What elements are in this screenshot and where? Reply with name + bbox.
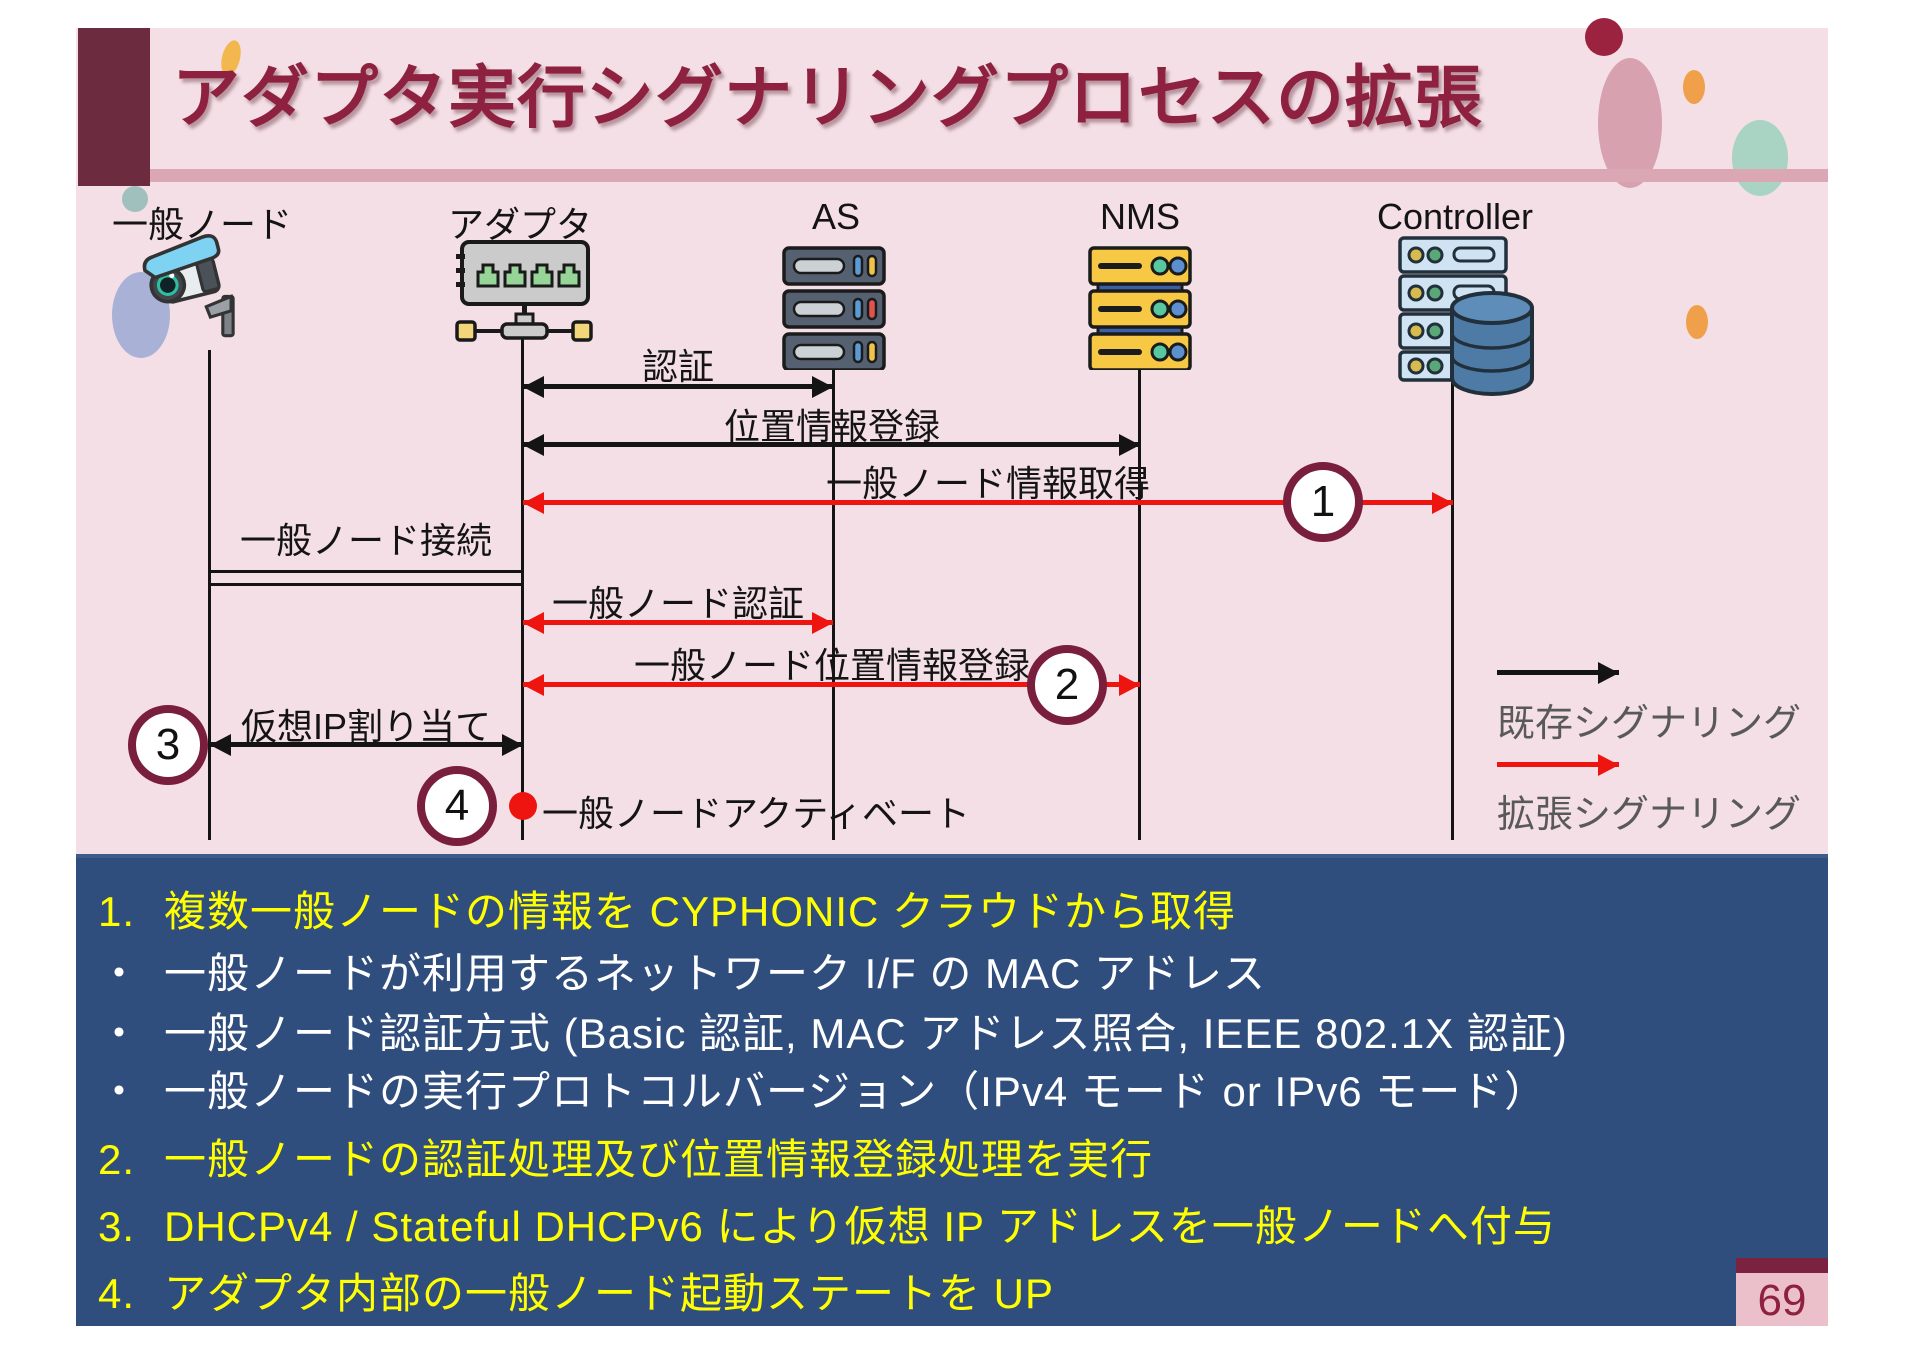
message-label: 一般ノードアクティベート — [542, 793, 971, 834]
decoration-circle — [1585, 18, 1623, 56]
note-text: 複数一般ノードの情報を CYPHONIC クラウドから取得 — [164, 888, 1237, 935]
actor-label-as: AS — [811, 196, 861, 237]
note-line-1: 1. 複数一般ノードの情報を CYPHONIC クラウドから取得 — [98, 878, 1236, 939]
note-marker: ・ — [98, 1010, 142, 1057]
message-label: 一般ノード認証 — [551, 583, 805, 624]
page-number-box: 69 — [1736, 1258, 1828, 1326]
note-marker: 3. — [98, 1203, 136, 1250]
message-label: 一般ノード位置情報登録 — [633, 645, 1031, 686]
message-label: 位置情報登録 — [723, 406, 941, 447]
legend-label-extended: 拡張シグナリング — [1497, 794, 1802, 836]
note-text: 一般ノードの実行プロトコルバージョン（IPv4 モード or IPv6 モード） — [164, 1068, 1548, 1115]
note-line-3: ・一般ノード認証方式 (Basic 認証, MAC アドレス照合, IEEE 8… — [98, 1000, 1568, 1061]
step-badge-2: 2 — [1027, 645, 1107, 725]
lifeline-adapter — [521, 338, 524, 840]
lifeline-general-node — [208, 350, 211, 840]
step-badge-4: 4 — [417, 766, 497, 846]
legend-arrow-existing — [1497, 670, 1619, 675]
note-marker: 1. — [98, 888, 136, 935]
note-marker: 4. — [98, 1270, 136, 1317]
page-number: 69 — [1757, 1276, 1807, 1325]
note-line-5: 2. 一般ノードの認証処理及び位置情報登録処理を実行 — [98, 1126, 1153, 1187]
camera-icon — [142, 234, 235, 338]
actor-label-controller: Controller — [1376, 196, 1534, 237]
lifeline-nms — [1138, 370, 1141, 840]
title-underline-band — [150, 169, 1828, 182]
message-label: 一般ノード情報取得 — [825, 463, 1151, 504]
decoration-ellipse — [1598, 58, 1662, 188]
nms-server-icon — [1088, 246, 1192, 370]
note-marker: ・ — [98, 950, 142, 997]
decoration-ellipse — [1732, 120, 1788, 196]
connection-line — [210, 570, 522, 586]
notes-panel — [76, 854, 1828, 1326]
lifeline-as — [832, 370, 835, 840]
actor-label-nms: NMS — [1100, 196, 1180, 237]
note-text: 一般ノード認証方式 (Basic 認証, MAC アドレス照合, IEEE 80… — [164, 1010, 1568, 1057]
message-arrow-virtual-ip — [210, 742, 523, 747]
legend-label-existing: 既存シグナリング — [1497, 703, 1802, 745]
page-number-accent-strip — [1736, 1258, 1828, 1273]
note-line-6: 3. DHCPv4 / Stateful DHCPv6 により仮想 IP アドレス… — [98, 1193, 1556, 1254]
actor-label-adapter: アダプタ — [447, 204, 593, 245]
step-badge-3: 3 — [128, 705, 208, 785]
message-arrow-node-location — [523, 682, 1140, 687]
title-accent-block — [78, 28, 150, 186]
note-text: 一般ノードの認証処理及び位置情報登録処理を実行 — [164, 1136, 1154, 1183]
message-arrow-node-info — [523, 500, 1453, 505]
message-arrow-node-auth — [523, 620, 833, 625]
message-arrow-auth — [523, 384, 833, 389]
activation-dot — [509, 792, 537, 820]
step-badge-1: 1 — [1283, 462, 1363, 542]
as-server-icon — [782, 246, 886, 370]
decoration-ellipse — [1683, 70, 1705, 104]
decoration-ellipse — [1686, 305, 1708, 339]
message-label: 一般ノード接続 — [239, 520, 493, 561]
note-line-7: 4. アダプタ内部の一般ノード起動ステートを UP — [98, 1260, 1054, 1321]
note-text: DHCPv4 / Stateful DHCPv6 により仮想 IP アドレスを一… — [164, 1203, 1556, 1250]
legend-arrow-extended — [1497, 762, 1619, 767]
database-icon — [1450, 291, 1534, 396]
note-marker: 2. — [98, 1136, 136, 1183]
note-line-4: ・一般ノードの実行プロトコルバージョン（IPv4 モード or IPv6 モード… — [98, 1058, 1547, 1119]
page-title: アダプタ実行シグナリングプロセスの拡張 — [172, 60, 1484, 136]
message-label: 仮想IP割り当て — [240, 706, 492, 747]
lifeline-controller — [1451, 378, 1454, 840]
note-marker: ・ — [98, 1068, 142, 1115]
note-text: 一般ノードが利用するネットワーク I/F の MAC アドレス — [164, 950, 1267, 997]
note-text: アダプタ内部の一般ノード起動ステートを UP — [164, 1270, 1055, 1317]
note-line-2: ・一般ノードが利用するネットワーク I/F の MAC アドレス — [98, 940, 1266, 1001]
switch-icon — [455, 240, 593, 342]
decoration-circle — [122, 186, 148, 212]
message-arrow-location-register — [523, 442, 1140, 447]
message-label: 認証 — [641, 346, 715, 387]
